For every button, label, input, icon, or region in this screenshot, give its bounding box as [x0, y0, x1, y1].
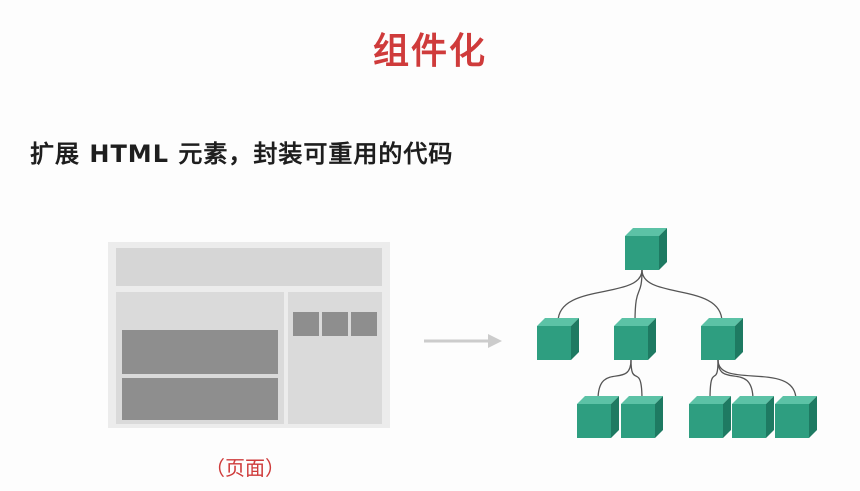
component-cube-leaf-2 [621, 396, 663, 438]
wireframe-header [116, 248, 382, 286]
page-wireframe [108, 242, 390, 428]
tree-edge [641, 269, 723, 323]
arrow-layer [424, 334, 502, 348]
component-cube-leaf-1 [577, 396, 619, 438]
wireframe-caption: （页面） [205, 456, 285, 480]
tree-edge [717, 359, 797, 401]
arrow-icon [424, 334, 502, 348]
component-cube-child-left [537, 318, 579, 360]
component-cube-leaf-5 [775, 396, 817, 438]
wireframe-content-block [122, 330, 278, 374]
tree-edge [630, 359, 643, 401]
tree-edge [709, 359, 719, 401]
tree-edge [597, 359, 632, 401]
wireframe-content-block [122, 378, 278, 420]
component-cube-leaf-3 [689, 396, 731, 438]
component-cube-leaf-4 [732, 396, 774, 438]
tree-nodes [537, 228, 817, 438]
wireframe-sidebar-tile [293, 312, 319, 336]
wireframe-sidebar-tile [322, 312, 348, 336]
tree-edges [557, 269, 797, 401]
tree-edge [717, 359, 754, 401]
component-cube-child-middle [614, 318, 656, 360]
tree-edge [557, 269, 643, 323]
slide-title: 组件化 [372, 31, 487, 72]
wireframe-sidebar-tile [351, 312, 377, 336]
slide-subtitle: 扩展 HTML 元素，封装可重用的代码 [30, 140, 454, 168]
tree-edge [634, 269, 643, 323]
component-cube-child-right [701, 318, 743, 360]
component-cube-root [625, 228, 667, 270]
